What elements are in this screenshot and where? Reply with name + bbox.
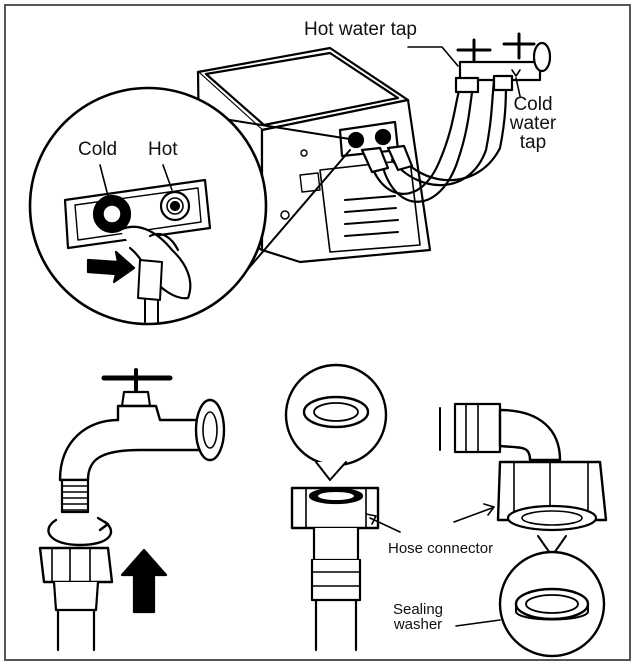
cold-water-tap-label: Cold water tap xyxy=(509,94,557,153)
hot-label: Hot xyxy=(148,139,178,160)
hose-connector-icon xyxy=(284,363,388,652)
tap-and-hose-icon xyxy=(38,368,226,652)
inlet-hoses xyxy=(360,78,508,203)
hot-water-tap-label: Hot water tap xyxy=(304,19,417,40)
hose-connector-label: Hose connector xyxy=(388,540,494,557)
magnified-inlet-view xyxy=(28,86,357,326)
elbow-connector-icon xyxy=(439,402,608,658)
cold-label: Cold xyxy=(78,139,118,160)
sealing-washer-label: Sealing washer xyxy=(392,601,444,633)
water-tap-icon xyxy=(454,32,552,94)
sealing-washer-icon xyxy=(514,587,590,621)
arrow-up-icon xyxy=(120,548,168,614)
